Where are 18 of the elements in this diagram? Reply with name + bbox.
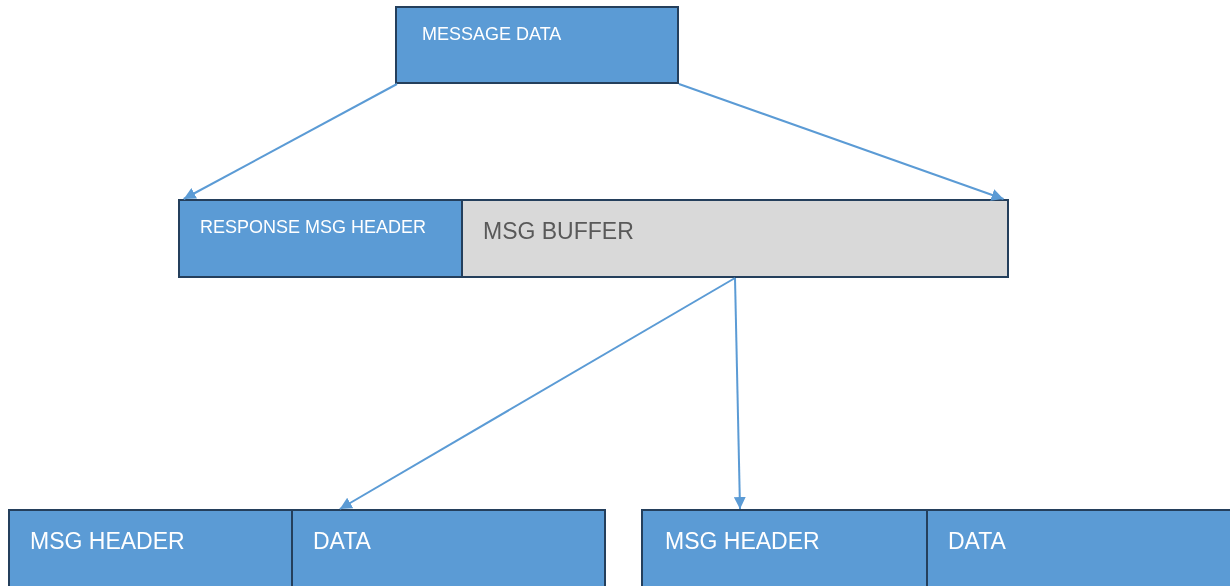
arrow (678, 83, 1005, 201)
process-box (395, 6, 679, 84)
process-box (291, 509, 606, 586)
box-label: MESSAGE DATA (422, 24, 562, 45)
box-label: RESPONSE MSG HEADER (200, 217, 427, 238)
process-box (461, 199, 1009, 278)
process-box (641, 509, 928, 586)
box-label: MSG HEADER (30, 528, 185, 555)
process-box (926, 509, 1230, 586)
box-label: DATA (948, 528, 1006, 555)
process-box (178, 199, 463, 278)
box-label: DATA (313, 528, 371, 555)
arrow (733, 277, 746, 510)
box-label: MSG BUFFER (483, 218, 634, 245)
box-label: MSG HEADER (665, 528, 820, 555)
arrow (182, 83, 398, 200)
arrow (338, 277, 736, 510)
process-box (8, 509, 293, 586)
